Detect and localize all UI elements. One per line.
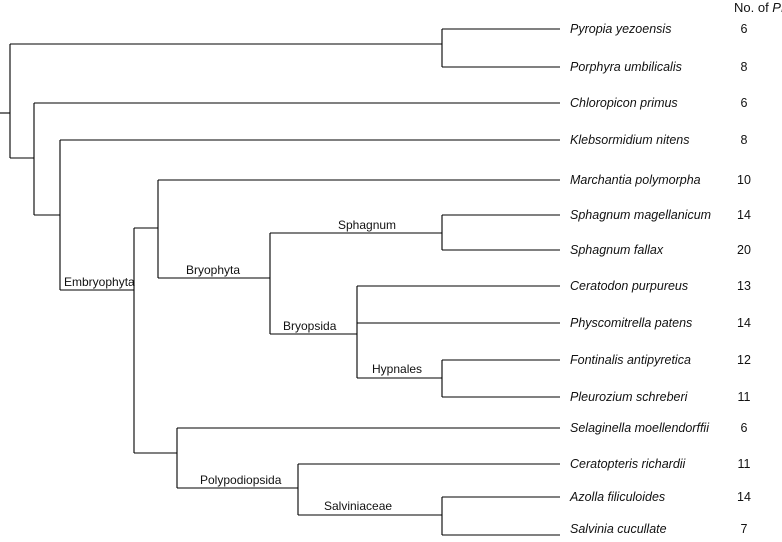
taxon-name: Marchantia polymorpha — [570, 173, 701, 187]
root-node — [9, 43, 442, 159]
clade-label-bryophyta: Bryophyta — [186, 263, 240, 277]
clade-labels: Embryophyta Bryophyta Sphagnum Bryopsida… — [64, 218, 422, 513]
taxon-names: Pyropia yezoensis Porphyra umbilicalis C… — [569, 22, 711, 536]
pld-count-header: No. of PLDs — [734, 0, 782, 15]
pld-count: 10 — [737, 173, 751, 187]
taxon-name: Physcomitrella patens — [570, 316, 692, 330]
sphagnum-node — [441, 214, 560, 251]
rhodophyta-node — [441, 28, 560, 68]
pld-count: 7 — [741, 522, 748, 536]
pld-count: 20 — [737, 243, 751, 257]
taxon-name: Sphagnum magellanicum — [570, 208, 711, 222]
clade-label-embryophyta: Embryophyta — [64, 275, 135, 289]
pld-count: 13 — [737, 279, 751, 293]
taxon-name: Sphagnum fallax — [570, 243, 664, 257]
taxon-name: Chloropicon primus — [570, 96, 678, 110]
pld-count: 8 — [741, 60, 748, 74]
tracheophyta-node — [176, 427, 560, 489]
clade-label-bryopsida: Bryopsida — [283, 319, 337, 333]
pld-count: 14 — [737, 490, 751, 504]
taxon-name: Klebsormidium nitens — [570, 133, 690, 147]
taxon-name: Azolla filiculoides — [569, 490, 665, 504]
pld-count: 11 — [738, 457, 751, 471]
taxon-name: Ceratodon purpureus — [570, 279, 688, 293]
salviniaceae-node — [441, 496, 560, 536]
taxon-name: Ceratopteris richardii — [570, 457, 687, 471]
taxon-name: Pyropia yezoensis — [570, 22, 671, 36]
clade-label-salviniaceae: Salviniaceae — [324, 499, 392, 513]
polypodiopsida-node — [297, 463, 560, 516]
mosses-node — [269, 232, 442, 335]
taxon-name: Salvinia cucullate — [570, 522, 667, 536]
taxon-name: Fontinalis antipyretica — [570, 353, 691, 367]
pld-counts: 6 8 6 8 10 14 20 13 14 12 11 6 11 14 7 — [737, 22, 751, 536]
bryophyta-node — [157, 179, 560, 279]
taxon-name: Porphyra umbilicalis — [570, 60, 682, 74]
streptophyta-node — [59, 139, 560, 291]
pld-count: 6 — [741, 96, 748, 110]
taxon-name: Pleurozium schreberi — [570, 390, 689, 404]
pld-count: 11 — [738, 390, 751, 404]
pld-count: 12 — [737, 353, 751, 367]
viridiplantae-node — [33, 102, 560, 216]
pld-count: 14 — [737, 316, 751, 330]
taxon-name: Selaginella moellendorffii — [570, 421, 710, 435]
tree-branches — [0, 28, 560, 536]
pld-count: 6 — [741, 22, 748, 36]
clade-label-hypnales: Hypnales — [372, 362, 422, 376]
bryopsida-node — [356, 285, 560, 379]
clade-label-sphagnum: Sphagnum — [338, 218, 396, 232]
pld-count: 8 — [741, 133, 748, 147]
clade-label-polypodiopsida: Polypodiopsida — [200, 473, 282, 487]
pld-count: 6 — [741, 421, 748, 435]
embryophyta-node — [133, 227, 177, 454]
hypnales-node — [441, 359, 560, 398]
pld-count: 14 — [737, 208, 751, 222]
